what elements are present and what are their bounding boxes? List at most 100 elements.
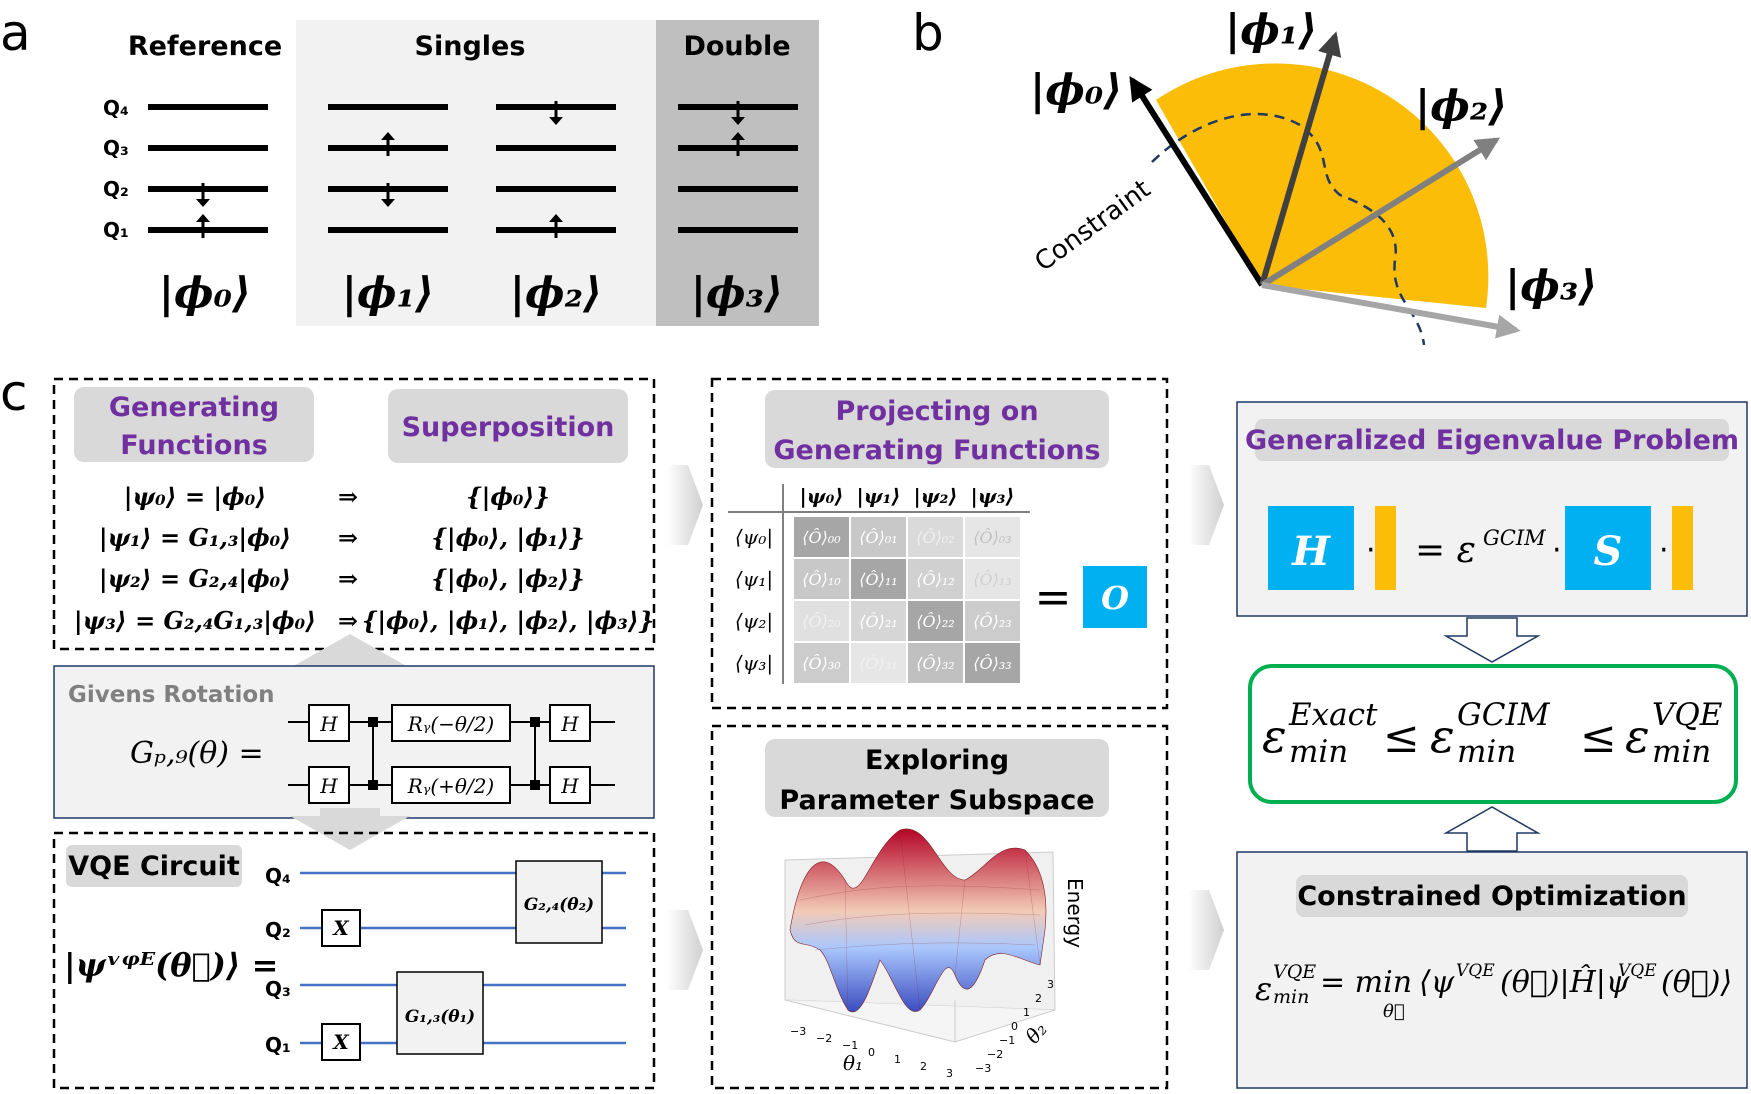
givens-h-gate-4: H <box>560 774 579 798</box>
panel-b: b |ϕ₀⟩ |ϕ₁⟩ |ϕ₂⟩ |ϕ₃⟩ Constraint <box>912 4 1597 346</box>
gf-row0-lhs: |ψ₀⟩ = |ϕ₀⟩ <box>124 482 266 511</box>
projecting-title-line1: Projecting on <box>835 396 1038 427</box>
vqe-x-gate-q1: X <box>331 1030 350 1054</box>
co-bra: ⟨ψ <box>1419 965 1455 1000</box>
gep-dot-2: · <box>1552 533 1562 568</box>
co-eq-min: = min <box>1320 965 1412 1000</box>
theta1-tick: 2 <box>920 1060 927 1073</box>
ket-phi0: |ϕ₀⟩ <box>159 268 251 317</box>
matrix-cell-label: ⟨Ô⟩₁₀ <box>802 569 841 589</box>
vqe-circuit-box: VQE Circuit |ψᵛᵠᴱ(θ⃗)⟩ = Q₄ Q₂ Q₃ Q₁ <box>52 831 656 1090</box>
theta1-tick: −2 <box>816 1032 832 1045</box>
matrix-cell-label: ⟨Ô⟩₁₂ <box>916 569 954 589</box>
panel-c-letter: c <box>0 364 28 422</box>
qubit-label-q3: Q₃ <box>103 136 129 160</box>
energy-axis-label: Energy <box>1063 878 1087 948</box>
matrix-cell <box>794 517 849 557</box>
generating-title-box <box>74 387 314 462</box>
matrix-row-header: ⟨ψ₃| <box>735 651 773 676</box>
qubit-label-q4: Q₄ <box>103 96 129 120</box>
givens-title: Givens Rotation <box>68 682 275 708</box>
label-phi3: |ϕ₃⟩ <box>1505 261 1597 310</box>
matrix-cell <box>851 517 906 557</box>
matrix-cell-label: ⟨Ô⟩₀₀ <box>802 527 841 547</box>
eps-gcim: ε <box>1430 709 1455 763</box>
exploring-title-line2: Parameter Subspace <box>779 785 1094 816</box>
sub-min-3: min <box>1652 734 1711 770</box>
gep-eq: = ε <box>1415 530 1476 571</box>
theta1-tick: 1 <box>894 1053 901 1066</box>
matrix-cell <box>908 517 963 557</box>
gf-row2-lhs: |ψ₂⟩ = G₂,₄|ϕ₀⟩ <box>99 564 291 593</box>
exploring-title-box <box>765 739 1109 817</box>
matrix-col-header: |ψ₀⟩ <box>799 484 843 508</box>
co-sup-2: VQE <box>1456 961 1495 981</box>
matrix-row-header: ⟨ψ₁| <box>735 567 773 592</box>
projecting-title-line2: Generating Functions <box>773 435 1100 466</box>
gep-title-box <box>1255 419 1729 461</box>
matrix-cell <box>965 559 1020 599</box>
givens-ry-plus: Rᵧ(+θ/2) <box>407 774 494 798</box>
matrix-cell <box>908 601 963 641</box>
gf-row0-arrow: ⇒ <box>338 482 358 511</box>
chevron-right-icon <box>667 465 703 545</box>
theta2-axis-label: θ₂ <box>1020 1017 1051 1048</box>
panel-b-letter: b <box>912 4 944 62</box>
matrix-cell <box>794 643 849 683</box>
projecting-equals: = <box>1035 572 1072 623</box>
header-reference: Reference <box>128 31 282 62</box>
superposition-title-box <box>388 389 628 463</box>
matrix-cell-label: ⟨Ô⟩₃₁ <box>859 653 897 673</box>
eps-exact: ε <box>1262 709 1287 763</box>
projecting-box: Projecting on Generating Functions |ψ₀⟩ |… <box>710 377 1169 710</box>
givens-h-gate-1: H <box>319 712 338 736</box>
panel-c: c Generating Functions Superposition |ψ₀… <box>0 364 1748 1090</box>
vqe-x-gate-q2: X <box>331 916 350 940</box>
gf-row1-rhs: {|ϕ₀⟩, |ϕ₁⟩} <box>431 523 584 552</box>
result-o: O <box>1101 579 1129 617</box>
co-min-sub: θ⃗ <box>1383 1001 1405 1022</box>
panel-a: a Reference Singles Double Q₄ Q₃ Q₂ Q₁ <box>0 4 819 326</box>
constrained-title-box <box>1296 875 1688 917</box>
matrix-cell-label: ⟨Ô⟩₀₂ <box>916 527 954 547</box>
givens-lhs: Gₚ,₉(θ) = <box>130 736 264 771</box>
constraint-label: Constraint <box>1029 174 1156 278</box>
vqe-title-box <box>66 845 242 887</box>
matrix-col-header: |ψ₂⟩ <box>913 484 957 508</box>
gf-row1-lhs: |ψ₁⟩ = G₁,₃|ϕ₀⟩ <box>99 523 291 552</box>
chevron-right-icon <box>667 910 703 990</box>
label-phi0: |ϕ₀⟩ <box>1030 65 1122 114</box>
sup-vqe: VQE <box>1652 697 1723 733</box>
vqe-qubit-q1: Q₁ <box>265 1033 291 1057</box>
gep-vector-2 <box>1672 506 1693 590</box>
eps-vqe: ε <box>1625 709 1650 763</box>
theta1-axis-label: θ₁ <box>843 1051 863 1075</box>
energy-surface <box>789 828 1047 1013</box>
matrix-cell <box>851 601 906 641</box>
theta2-tick: −2 <box>987 1048 1003 1061</box>
le-1: ≤ <box>1383 712 1420 763</box>
arrow-up-icon <box>1443 806 1541 852</box>
matrix-cell <box>851 643 906 683</box>
matrix-cell-label: ⟨Ô⟩₃₀ <box>802 653 841 673</box>
chevron-right-icon <box>1188 890 1224 970</box>
span-sector <box>1156 63 1489 308</box>
co-sup: VQE <box>1273 961 1316 983</box>
qubit-label-q1: Q₁ <box>103 218 129 242</box>
ket-phi1: |ϕ₁⟩ <box>342 268 434 317</box>
sub-min-2: min <box>1457 734 1516 770</box>
gf-row3-arrow: ⇒ <box>338 606 358 635</box>
result-o-box <box>1083 566 1147 628</box>
matrix-cell <box>965 517 1020 557</box>
vector-phi0 <box>1129 75 1265 287</box>
theta2-tick: 1 <box>1023 1006 1030 1019</box>
theta1-tick: −3 <box>790 1025 806 1038</box>
gep-s: S <box>1594 528 1623 575</box>
matrix-col-header: |ψ₁⟩ <box>856 484 900 508</box>
vqe-qubit-q2: Q₂ <box>265 918 291 942</box>
matrix-cell <box>851 559 906 599</box>
matrix-cell-label: ⟨Ô⟩₂₀ <box>802 611 841 631</box>
gf-row3-rhs: {|ϕ₀⟩, |ϕ₁⟩, |ϕ₂⟩, |ϕ₃⟩} <box>362 606 654 635</box>
ket-phi2: |ϕ₂⟩ <box>510 268 602 317</box>
